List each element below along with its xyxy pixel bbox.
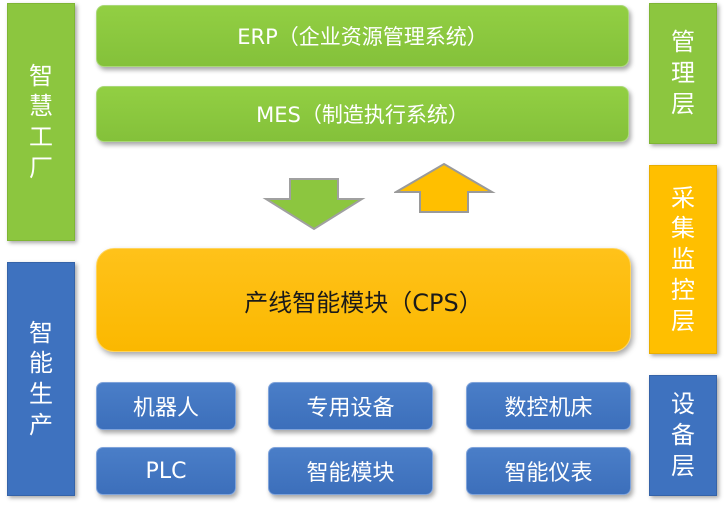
mes-system-bar: MES（制造执行系统） xyxy=(96,86,629,142)
device-special-equipment: 专用设备 xyxy=(268,382,433,430)
up-arrow-icon xyxy=(394,162,496,213)
cps-module-block: 产线智能模块（CPS） xyxy=(96,248,631,352)
device-smart-instrument: 智能仪表 xyxy=(466,447,631,495)
collection-monitoring-layer-label: 采 集 监 控 层 xyxy=(649,165,717,354)
management-layer-label: 管 理 层 xyxy=(649,3,717,144)
smart-factory-label: 智 慧 工 厂 xyxy=(7,3,75,241)
down-arrow-icon xyxy=(262,178,366,231)
erp-system-bar: ERP（企业资源管理系统） xyxy=(96,5,629,67)
device-cnc-machine: 数控机床 xyxy=(466,382,631,430)
device-smart-module: 智能模块 xyxy=(268,447,433,495)
device-layer-label: 设 备 层 xyxy=(649,375,717,496)
device-robot: 机器人 xyxy=(96,382,236,430)
device-plc: PLC xyxy=(96,447,236,495)
smart-production-label: 智 能 生 产 xyxy=(7,262,75,496)
